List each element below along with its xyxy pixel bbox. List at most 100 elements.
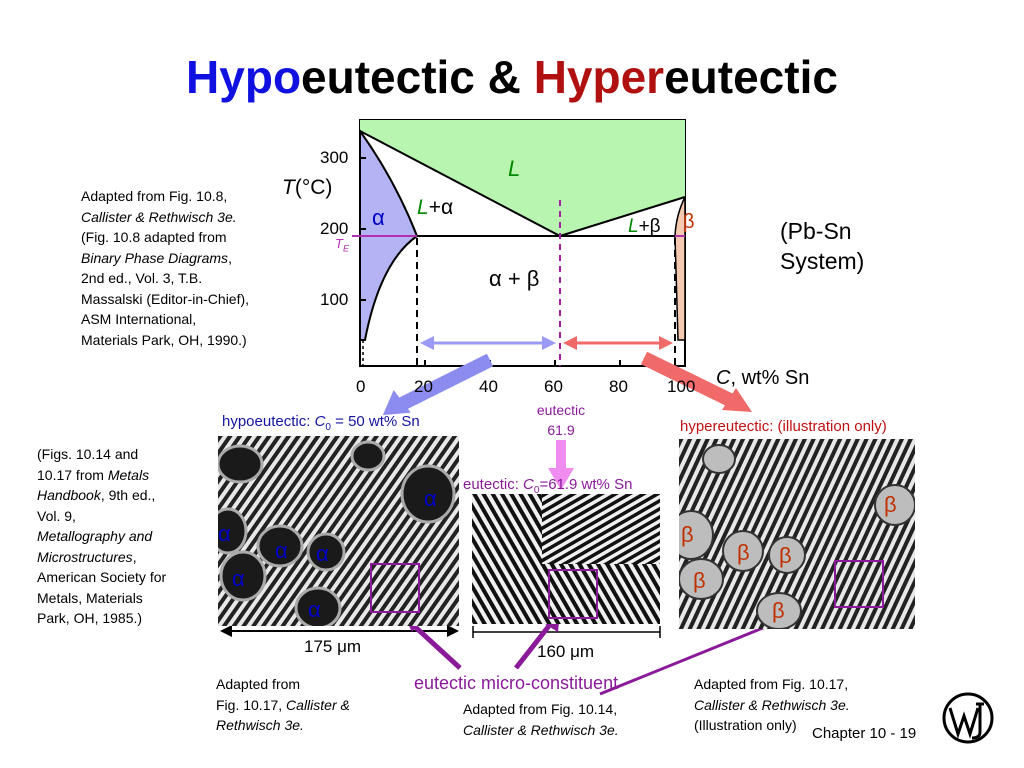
title-eutectic-1: eutectic & (301, 51, 534, 103)
alpha-part: +α (428, 196, 454, 219)
credit-line: , (132, 548, 137, 565)
credit-line: Massalski (Editor-in-Chief), (81, 290, 250, 307)
x-tick-60: 60 (544, 377, 563, 396)
l-plus-beta-label: L+β (628, 216, 661, 238)
credit-line: Metallography and (37, 528, 153, 544)
te-var: T (335, 236, 343, 251)
x-axis-var: C (716, 367, 731, 389)
right-micro-credit: Adapted from Fig. 10.17, Callister & Ret… (694, 674, 914, 736)
l-part: L (628, 216, 639, 237)
eutectic-word: eutectic (536, 402, 586, 418)
micro-beta-6: β (772, 598, 785, 623)
credit-line: (Figs. 10.14 and (37, 446, 139, 462)
eu-value: =61.9 wt% Sn (539, 476, 633, 493)
beta-region (674, 196, 686, 341)
eu-sub: 0 (533, 485, 540, 496)
center-eutectic-box (548, 569, 598, 619)
l-part: L (417, 196, 429, 219)
y-tick-100: 100 (320, 290, 349, 309)
x-axis-label: C, wt% Sn (716, 367, 809, 390)
pointer-left (410, 622, 462, 670)
x-tick-100: 100 (667, 377, 696, 396)
x-tick-0: 0 (356, 377, 366, 396)
credit-line: Callister & Rethwisch 3e. (81, 208, 237, 225)
title-hyper: Hyper (533, 51, 665, 103)
te-label: TE (335, 236, 349, 254)
credit-line: Rethwisch 3e. (216, 717, 304, 733)
hypo-big-arrow (396, 353, 494, 412)
credit-line: Handbook (37, 487, 101, 503)
credit-line: 2nd ed., Vol. 3, T.B. (81, 270, 203, 286)
credit-line: Callister & Rethwisch 3e. (463, 721, 619, 738)
hypo-sub: 0 (325, 422, 331, 433)
title-eutectic-2: eutectic (664, 51, 838, 103)
eutectic-constituent-label: eutectic micro-constituent (414, 673, 619, 693)
micro-beta-3: β (737, 540, 750, 565)
title-hypo: Hypo (186, 51, 302, 103)
liquid-region (360, 120, 685, 236)
credit-line: Metals (107, 466, 150, 483)
micro-alpha-1: α (424, 486, 437, 511)
micro-beta-4: β (779, 543, 792, 568)
chapter-footer: Chapter 10 - 19 (812, 725, 917, 742)
credit-line: Binary Phase Diagrams (81, 249, 229, 266)
credit-line: Adapted from Fig. 10.14, (463, 701, 618, 717)
x-axis-unit: , wt% Sn (730, 367, 810, 389)
credit-line: ASM International, (81, 311, 197, 327)
page-title: Hypoeutectic & Hypereutectic (0, 50, 1024, 104)
beta-label: β (683, 211, 695, 233)
y-axis-var: T (282, 176, 295, 199)
credit-line: (Illustration only) (694, 717, 797, 733)
y-axis-unit: (°C) (294, 176, 333, 199)
credit-line: Vol. 9, (37, 507, 76, 524)
eutectic-value: 61.9 (547, 422, 575, 438)
center-scale-label: 160 μm (537, 642, 595, 661)
left-micro-credit: Adapted from Fig. 10.17, Callister & Ret… (216, 674, 416, 736)
eu-text: eutectic: (463, 476, 524, 493)
publisher-logo-icon (942, 692, 994, 744)
phase-diagram-credit: Adapted from Fig. 10.8, Callister & Reth… (81, 186, 311, 350)
y-axis-label: T(°C) (282, 176, 332, 200)
hypereutectic-micrograph (679, 439, 915, 629)
hypoeutectic-micrograph (218, 436, 459, 626)
credit-line: Callister & (286, 696, 350, 713)
left-eutectic-box (370, 563, 420, 613)
eutectic-down-arrow (556, 440, 566, 468)
system-label-line: System) (780, 248, 865, 274)
hypo-c: C (314, 413, 326, 430)
eutectic-label: eutectic: C0=61.9 wt% Sn (463, 476, 632, 496)
system-label: (Pb-Sn System) (780, 216, 864, 276)
pointer-center (514, 620, 554, 670)
credit-line: , 9th ed., (100, 487, 156, 503)
micro-alpha-2: α (218, 521, 231, 546)
metals-handbook-credit: (Figs. 10.14 and 10.17 from Metals Handb… (37, 444, 207, 629)
hypo-value: = 50 wt% Sn (330, 413, 420, 430)
x-ticks (360, 157, 621, 366)
credit-line: Callister & Rethwisch 3e. (694, 696, 850, 713)
micro-beta-5: β (693, 568, 706, 593)
credit-line: Adapted from Fig. 10.17, (694, 676, 849, 692)
credit-line: Metals, Materials (37, 589, 143, 606)
hypereutectic-label: hypereutectic: (illustration only) (680, 418, 887, 435)
micro-alpha-3: α (275, 538, 288, 563)
credit-line: Fig. 10.17, (216, 696, 287, 713)
eutectic-micrograph (472, 494, 660, 624)
credit-line: Adapted from Fig. 10.8, (81, 188, 228, 204)
credit-line: , (228, 249, 232, 266)
system-label-line: (Pb-Sn (780, 218, 852, 244)
y-tick-200: 200 (320, 219, 349, 238)
micro-beta-2: β (681, 522, 694, 547)
eutectic-composition-label: eutectic 61.9 (518, 400, 604, 440)
eu-c: C (523, 476, 534, 493)
te-sub: E (342, 243, 349, 254)
alpha-plus-beta-label: α + β (489, 266, 540, 291)
credit-line: Microstructures (37, 548, 133, 565)
alpha-label: α (372, 205, 385, 230)
beta-part: +β (638, 216, 661, 237)
l-plus-alpha-label: L+α (417, 196, 453, 220)
x-tick-40: 40 (479, 377, 498, 396)
left-scale-label: 175 μm (304, 637, 362, 656)
y-tick-300: 300 (320, 148, 349, 167)
hyper-big-arrow (640, 351, 734, 407)
